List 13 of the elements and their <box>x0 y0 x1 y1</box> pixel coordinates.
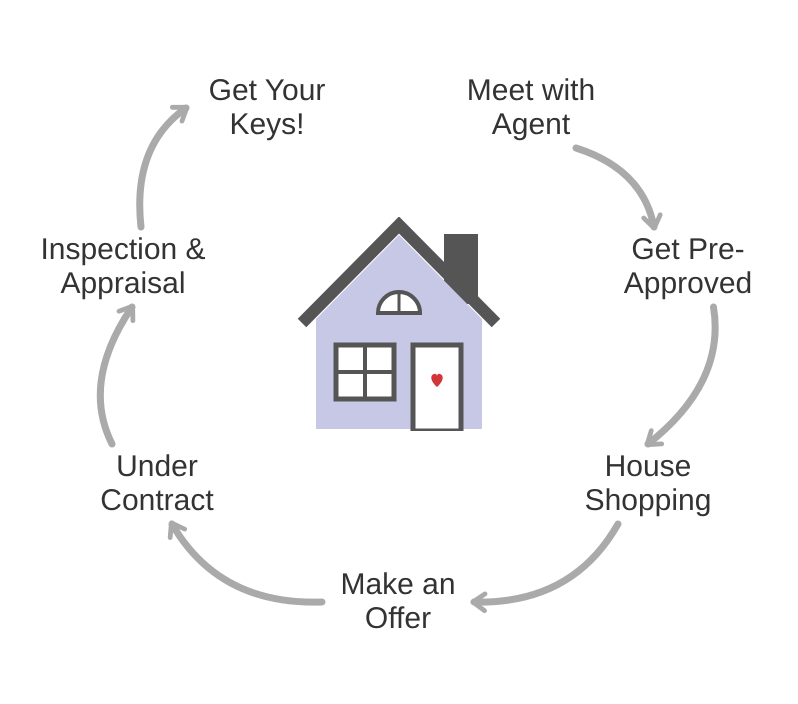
step-label: Make an Offer <box>339 568 457 636</box>
step-label: Under Contract <box>99 450 215 518</box>
step-label: Get Your Keys! <box>208 74 326 142</box>
curved-arrow <box>96 304 136 448</box>
step-label: House Shopping <box>584 450 712 518</box>
curved-arrow <box>644 304 719 448</box>
curved-arrow <box>572 144 662 231</box>
curved-arrow <box>136 104 190 230</box>
step-label: Inspection & Appraisal <box>39 233 207 301</box>
curved-arrow <box>470 520 622 613</box>
step-label: Get Pre-Approved <box>622 233 754 301</box>
step-label: Meet with Agent <box>466 74 596 142</box>
curved-arrow <box>168 520 326 606</box>
